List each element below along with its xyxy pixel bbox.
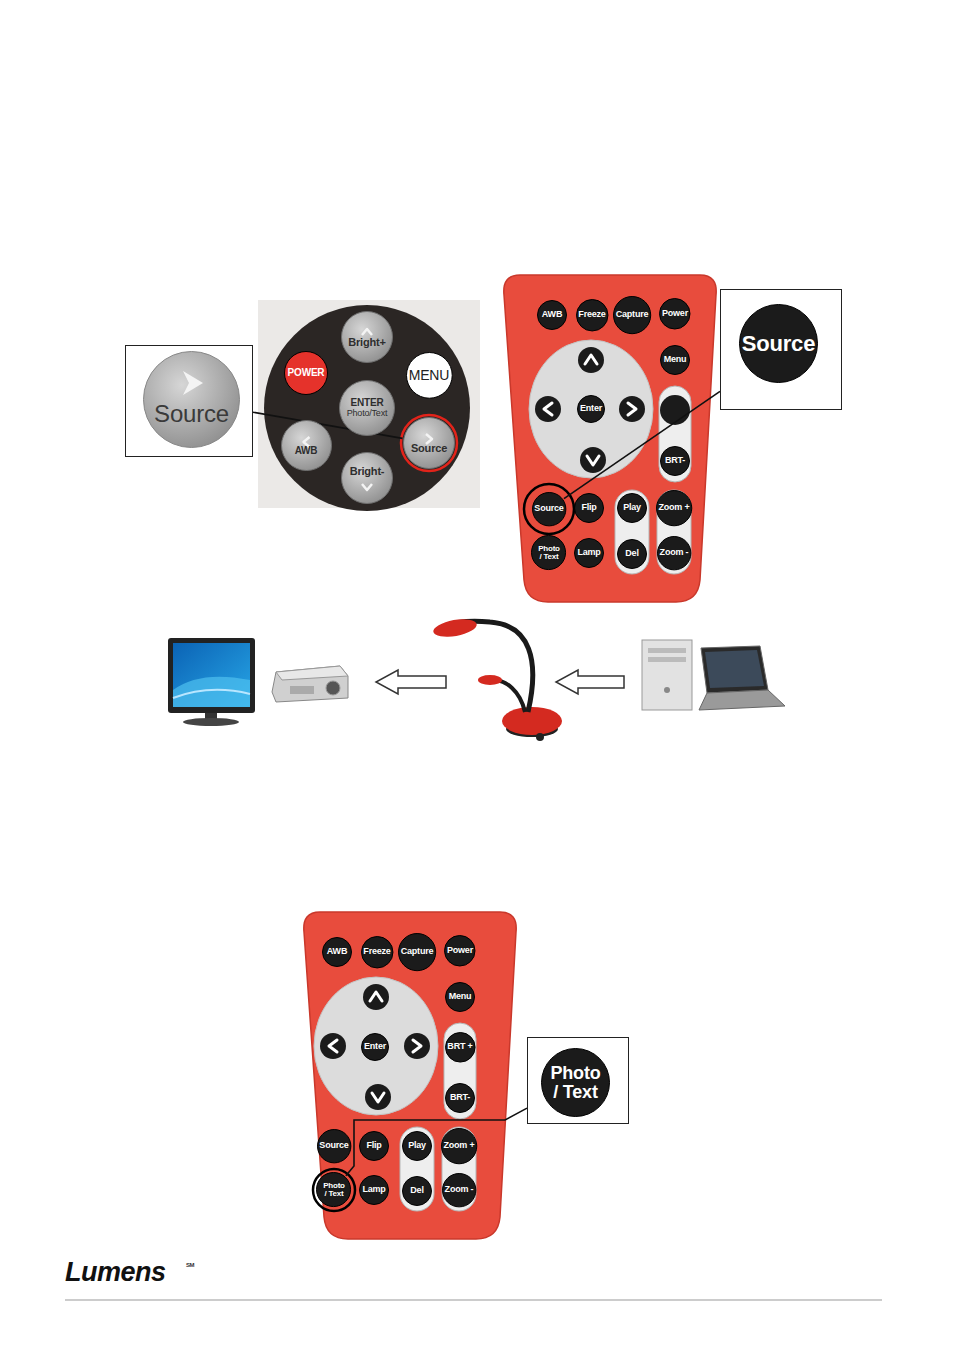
callout-text: Source xyxy=(742,332,815,355)
remote-button: Lamp xyxy=(359,1175,389,1205)
button-label: POWER xyxy=(288,368,325,379)
brand-logo: Lumens xyxy=(65,1257,166,1288)
remote-button: Zoom - xyxy=(442,1173,476,1207)
remote-button: Del xyxy=(402,1176,432,1206)
remote-button: AWB xyxy=(322,937,352,967)
button-label: Del xyxy=(625,549,638,558)
remote-button: BRT + xyxy=(445,1032,476,1063)
button-label: Zoom - xyxy=(660,548,689,557)
button-label: AWB xyxy=(542,310,562,319)
button-label: Del xyxy=(410,1186,423,1195)
button-label: MENU xyxy=(409,368,449,383)
remote-button: BRT- xyxy=(660,446,690,476)
remote-button: Photo / Text xyxy=(531,535,566,570)
callout-text: Source xyxy=(154,401,229,426)
button-label: Enter xyxy=(580,404,602,413)
button-label: BRT + xyxy=(447,1042,472,1051)
button-label: Power xyxy=(662,309,688,318)
button-label: Source xyxy=(319,1141,348,1150)
button-label: Play xyxy=(623,503,641,512)
button-label: Source xyxy=(411,443,447,455)
button-label: Play xyxy=(408,1141,426,1150)
button-label: Bright- xyxy=(350,466,385,478)
button-label: Photo/Text xyxy=(347,409,388,418)
button-label: ENTER xyxy=(351,398,384,409)
button-label: Capture xyxy=(401,947,434,956)
button-label: Capture xyxy=(616,310,649,319)
remote-button: Zoom + xyxy=(656,490,692,526)
remote-button: Flip xyxy=(574,493,604,523)
callout-box: Source xyxy=(720,289,842,410)
button-label: BRT- xyxy=(665,456,685,465)
panel-button: MENU xyxy=(406,352,453,399)
panel-button: Bright- xyxy=(341,452,393,504)
remote-button: Source xyxy=(317,1129,351,1163)
remote-button: Del xyxy=(617,539,647,569)
remote-button: Capture xyxy=(398,933,436,971)
callout-box: Photo / Text xyxy=(527,1037,629,1124)
button-label: BRT- xyxy=(450,1093,470,1102)
button-label: Freeze xyxy=(578,310,605,319)
button-label: Photo / Text xyxy=(536,545,562,562)
remote-button: Freeze xyxy=(576,299,608,331)
button-label: AWB xyxy=(327,947,347,956)
remote-button: AWB xyxy=(537,300,567,330)
button-label: Photo / Text xyxy=(321,1182,347,1199)
callout-box: Source xyxy=(125,345,253,457)
panel-button: ENTERPhoto/Text xyxy=(339,380,395,436)
button-label: Freeze xyxy=(363,947,390,956)
button-label: Bright+ xyxy=(348,337,385,349)
remote-button: Source xyxy=(532,492,566,526)
remote-button: Menu xyxy=(660,345,690,375)
remote-button: Play xyxy=(402,1131,432,1161)
button-label: Menu xyxy=(664,355,687,364)
remote-button: Power xyxy=(659,298,691,330)
leader-line xyxy=(346,1108,527,1176)
panel-button: Bright+ xyxy=(341,311,393,363)
button-label: Zoom + xyxy=(443,1141,474,1150)
button-label: Zoom - xyxy=(445,1185,474,1194)
remote-button: BRT- xyxy=(445,1083,475,1113)
remote-button: Capture xyxy=(613,296,651,334)
remote-button: Freeze xyxy=(361,936,393,968)
button-label: Source xyxy=(534,504,563,513)
leader-line xyxy=(564,391,720,498)
button-label: Power xyxy=(447,946,473,955)
remote-button: Play xyxy=(617,493,647,523)
remote-button: Zoom + xyxy=(441,1128,477,1164)
panel-button: Source xyxy=(403,417,455,469)
button-label: Flip xyxy=(581,503,596,512)
button-label: Flip xyxy=(366,1141,381,1150)
button-label: Lamp xyxy=(362,1185,385,1194)
panel-button: AWB xyxy=(281,420,332,471)
button-label: AWB xyxy=(295,446,318,457)
remote-button: Lamp xyxy=(574,538,604,568)
service-mark: SM xyxy=(186,1262,194,1268)
remote-button: Power xyxy=(444,935,476,967)
callout-text: Photo / Text xyxy=(547,1064,605,1102)
remote-button: Photo / Text xyxy=(316,1172,351,1207)
remote-button: Menu xyxy=(445,982,475,1012)
button-label: Zoom + xyxy=(658,503,689,512)
remote-button: Flip xyxy=(359,1131,389,1161)
remote-button: Enter xyxy=(361,1033,389,1061)
panel-button: POWER xyxy=(284,351,328,395)
button-label: Lamp xyxy=(577,548,600,557)
button-shape xyxy=(341,452,393,504)
remote-button: Enter xyxy=(577,395,605,423)
button-label: Menu xyxy=(449,992,472,1001)
button-label: Enter xyxy=(364,1042,386,1051)
remote-button: Zoom - xyxy=(657,536,691,570)
